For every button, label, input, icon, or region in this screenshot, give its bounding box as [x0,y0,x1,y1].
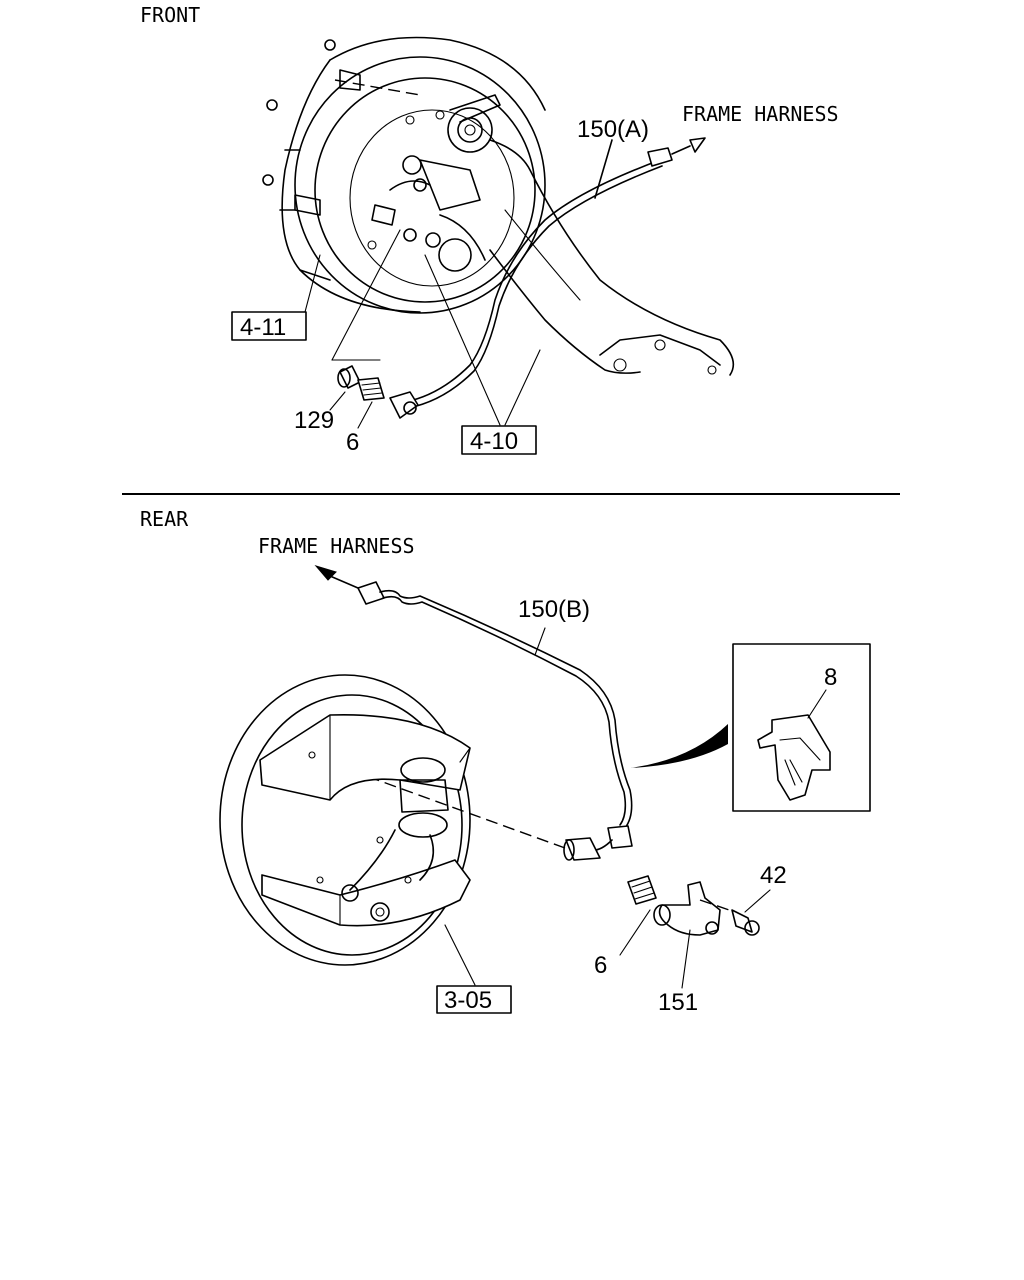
rear-ref-leader [444,924,476,986]
callout-151: 151 [658,989,698,1016]
rear-hardware-drawing [619,875,771,989]
front-frame-harness-label: FRAME HARNESS [682,102,839,126]
ref-box-4-10 [461,425,537,455]
callout-129: 129 [294,407,334,434]
rear-section: REAR FRAME HARNESS [140,507,871,1016]
callout-6-rear: 6 [594,952,607,979]
callout-42: 42 [760,862,787,889]
callout-150a: 150(A) [577,116,649,143]
clip-detail-inset [630,643,871,812]
ref-4-10: 4-10 [470,428,518,455]
front-harness-drawing [389,137,706,419]
ref-box-4-11 [231,311,307,341]
front-brake-drum-drawing [262,36,546,314]
ref-box-3-05 [436,985,512,1014]
front-axle-drawing [489,139,735,376]
front-leaders [304,254,541,426]
callout-150b: 150(B) [518,596,590,623]
front-sensor-parts-drawing [329,229,401,429]
ref-3-05: 3-05 [444,987,492,1014]
rear-harness-arrow [314,565,359,589]
callout-6-front: 6 [346,429,359,456]
rear-harness-drawing [357,581,633,861]
rear-brake-drawing [219,674,471,966]
rear-frame-harness-label: FRAME HARNESS [258,534,415,558]
front-section: FRONT [140,3,839,456]
callout-8: 8 [824,664,837,691]
front-section-label: FRONT [140,3,200,27]
rear-section-label: REAR [140,507,189,531]
ref-4-11: 4-11 [240,314,286,341]
